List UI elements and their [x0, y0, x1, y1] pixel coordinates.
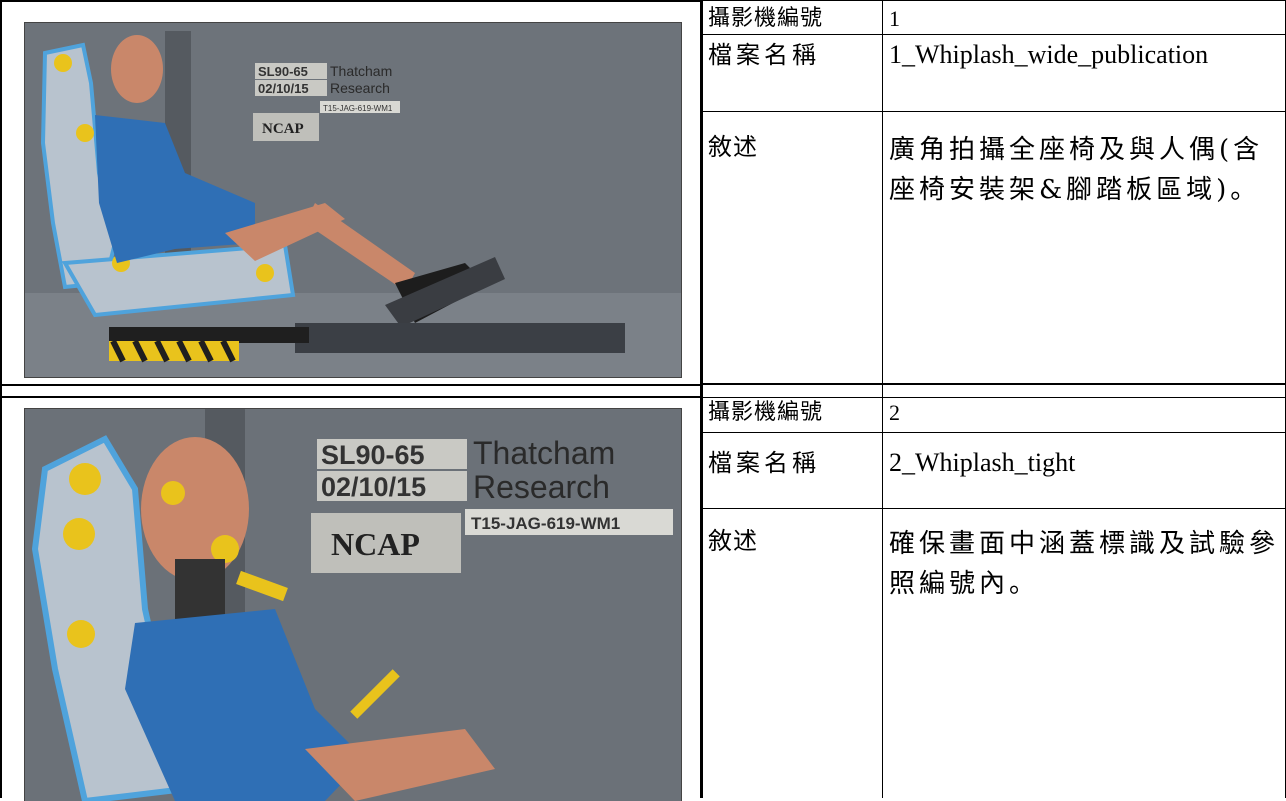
- description-value-1: 廣角拍攝全座椅及與人偶(含座椅安裝架&腳踏板區域)。: [889, 135, 1264, 205]
- file-name-value-1: 1_Whiplash_wide_publication: [889, 40, 1209, 69]
- camera-number-value-1: 1: [889, 6, 900, 31]
- camera-number-value-2: 2: [889, 400, 900, 425]
- file-name-label-2: 檔案名稱: [708, 449, 820, 477]
- camera-number-label-2: 攝影機編號: [708, 400, 824, 425]
- description-label-2: 敘述: [708, 527, 758, 555]
- description-label-1: 敘述: [708, 133, 758, 161]
- ncap-logo-tight: NCAP: [331, 526, 420, 562]
- photo-cell-1: SL90-65 02/10/15 Thatcham Research T15-J…: [0, 0, 702, 398]
- plate-line1-tight: SL90-65: [321, 440, 425, 470]
- brand-line2: Research: [330, 80, 390, 96]
- file-name-value-2: 2_Whiplash_tight: [889, 448, 1076, 477]
- plate-line2-tight: 02/10/15: [321, 472, 426, 502]
- plate-line1: SL90-65: [258, 64, 308, 79]
- camera-number-label-1: 攝影機編號: [708, 6, 824, 31]
- file-name-label-1: 檔案名稱: [708, 41, 820, 69]
- crash-test-scene-tight: SL90-65 02/10/15 Thatcham Research T15-J…: [25, 409, 681, 801]
- test-ref-tight: T15-JAG-619-WM1: [471, 514, 620, 533]
- plate-line2: 02/10/15: [258, 81, 309, 96]
- brand-line1: Thatcham: [330, 63, 392, 79]
- ncap-logo: NCAP: [262, 121, 304, 137]
- brand-line2-tight: Research: [473, 469, 610, 505]
- photo-cell-2: SL90-65 02/10/15 Thatcham Research T15-J…: [0, 384, 702, 801]
- crash-test-scene-wide: SL90-65 02/10/15 Thatcham Research T15-J…: [25, 23, 681, 377]
- whiplash-tight-photo: SL90-65 02/10/15 Thatcham Research T15-J…: [24, 408, 682, 801]
- description-value-2: 確保畫面中涵蓋標識及試驗參照編號內。: [889, 529, 1280, 599]
- whiplash-wide-photo: SL90-65 02/10/15 Thatcham Research T15-J…: [24, 22, 682, 378]
- test-ref: T15-JAG-619-WM1: [323, 104, 393, 113]
- brand-line1-tight: Thatcham: [473, 435, 615, 471]
